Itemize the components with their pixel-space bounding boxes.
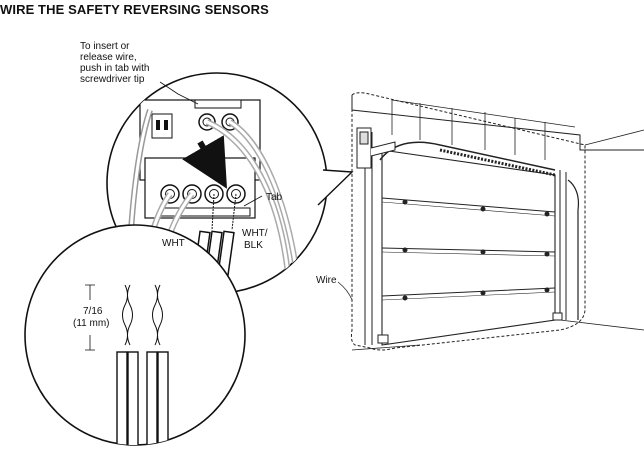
tab-label: Tab [266, 192, 283, 203]
terminal-closeup [106, 72, 328, 294]
strip-length-mm-label: (11 mm) [73, 318, 109, 329]
callout-line: release wire, [80, 52, 137, 63]
section-title: WIRE THE SAFETY REVERSING SENSORS [0, 2, 269, 17]
wht-blk-label: WHT/ [242, 228, 268, 239]
strip-length-label: 7/16 [83, 306, 103, 317]
callout-line: push in tab with [80, 63, 150, 74]
insert-wire-callout: To insert or release wire, push in tab w… [80, 41, 200, 85]
callout-line: screwdriver tip [80, 74, 145, 85]
wht-label: WHT [162, 238, 185, 249]
wht-blk-label-2: BLK [244, 240, 263, 251]
garage-illustration [351, 95, 644, 351]
wire-label: Wire [316, 275, 337, 286]
callout-line: To insert or [80, 41, 130, 52]
wire-strip-closeup [24, 224, 246, 446]
